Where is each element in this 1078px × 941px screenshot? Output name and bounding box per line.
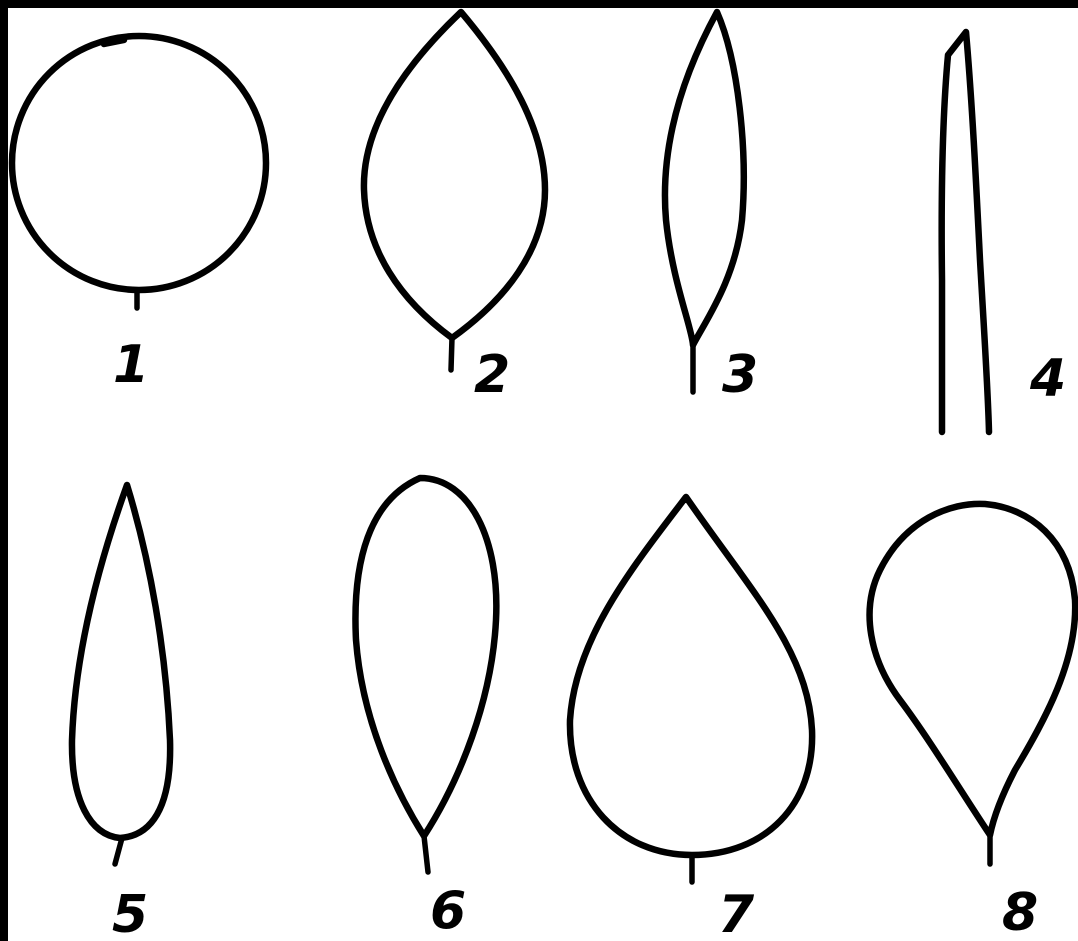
paper-background xyxy=(8,8,1078,941)
shape-1-top-mark xyxy=(104,40,124,44)
shape-2-label: 2 xyxy=(474,345,510,405)
shape-5-label: 5 xyxy=(112,885,148,941)
shape-3-label: 3 xyxy=(722,345,758,405)
shape-8-label: 8 xyxy=(1002,883,1038,941)
shape-4-label: 4 xyxy=(1029,349,1066,409)
shape-2-stem xyxy=(451,338,452,370)
shape-6-label: 6 xyxy=(430,881,466,941)
shape-7-label: 7 xyxy=(718,885,755,941)
shape-1-label: 1 xyxy=(113,335,149,395)
